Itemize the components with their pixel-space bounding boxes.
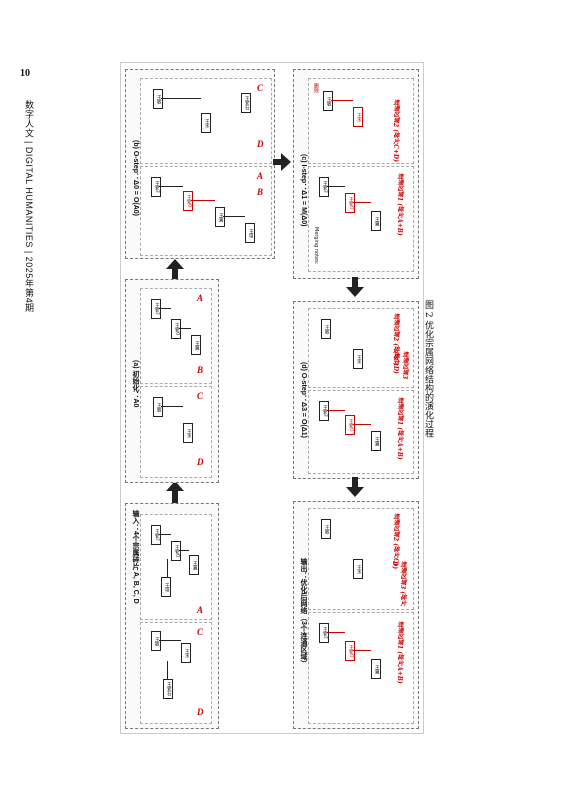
- node: 王敏: [321, 319, 331, 339]
- output-region-1: 王安2 王安G 王翼 连通区域1 (碎片A+B): [308, 612, 414, 724]
- panel-output-title: 输出：优化后网络（3个连通区域）: [300, 558, 307, 667]
- journal-running-head: 数字人文 | DIGITAL HUMANITIES | 2025年第4期: [24, 100, 34, 313]
- panel-d-title: (d) O-step：Δ3 = O(Δ1): [300, 362, 307, 438]
- arrow-up-icon: [166, 259, 184, 269]
- tag-d: D: [197, 707, 204, 717]
- node: 王安2: [151, 299, 161, 319]
- node: 王翼: [215, 207, 225, 227]
- panel-a: (a) 初始化：A0 王安2 王安G 王翼 A B 王敏 王水 C D: [125, 279, 219, 483]
- node: 王安2: [151, 525, 161, 545]
- node: 王水: [181, 643, 191, 663]
- delete-label: 删除: [313, 83, 319, 93]
- node: 王安2: [319, 401, 329, 421]
- node: 王安G: [171, 319, 181, 339]
- arrow-down-icon: [346, 487, 364, 497]
- node: 王水: [353, 559, 363, 579]
- region-label: 连通区域1 (碎片A+B): [396, 621, 403, 684]
- node: 王翼: [371, 431, 381, 451]
- region-label: 连通区域2 (碎片C): [392, 313, 399, 366]
- panel-input-title: 输入：4个宗属碎片 A, B, C, D: [132, 510, 139, 604]
- node: 王安2: [319, 623, 329, 643]
- panel-c-title: (c) I-step：Δ1 = M(Δ0): [300, 154, 307, 227]
- node: 王安G: [171, 541, 181, 561]
- b-fragments-ab: 王安2 王安G 王翼 王坦 A B: [140, 166, 272, 256]
- region-label: 连通区域2 (碎片C): [392, 513, 399, 566]
- node-merged: 王水: [353, 107, 363, 127]
- node: 王水: [183, 423, 193, 443]
- panel-b-title: (b) O-step：Δ0 = O(A0): [132, 140, 139, 217]
- node: 王翼: [189, 555, 199, 575]
- tag-d: D: [257, 139, 264, 149]
- tag-a: A: [197, 605, 204, 615]
- node: 王敏: [153, 89, 163, 109]
- node: 王水: [353, 349, 363, 369]
- node: 王敏: [153, 397, 163, 417]
- panel-a-title: (a) 初始化：A0: [132, 360, 139, 408]
- arrow-down-icon: [346, 287, 364, 297]
- tag-c: C: [197, 627, 204, 637]
- node: 王坦: [245, 223, 255, 243]
- d-region-1: 王安2 王安G 王翼 连通区域1 (碎片A+B): [308, 390, 414, 474]
- input-fragment-ab: 王安2 王安G 王翼 王坦 A: [140, 514, 212, 620]
- d-region-2-3: 王敏 王水 连通区域2 (碎片C) 连通区域3 (碎片D): [308, 308, 414, 388]
- region-label: 连通区域1 (碎片A+B): [396, 173, 403, 236]
- panel-output: 输出：优化后网络（3个连通区域） 王安2 王安G 王翼 连通区域1 (碎片A+B…: [293, 501, 419, 729]
- output-region-2-3: 王敏 王水 连通区域2 (碎片C) 连通区域3 (碎片D): [308, 508, 414, 610]
- node: 王敏: [323, 91, 333, 111]
- node: 王坦: [161, 577, 171, 597]
- tag-c: C: [197, 391, 204, 401]
- region-label: 连通区域2 (碎片C+D): [392, 99, 399, 162]
- tag-b: B: [197, 365, 204, 375]
- panel-c: (c) I-step：Δ1 = M(Δ0) 王安2 王安G 王翼 连通区域1 (…: [293, 69, 419, 279]
- merging-notes: Merging notes:: [313, 227, 319, 265]
- node-merged: 王安G: [345, 193, 355, 213]
- region-label: 连通区域3 (碎片D): [392, 351, 408, 380]
- panel-input: 输入：4个宗属碎片 A, B, C, D 王安2 王安G 王翼 王坦 A 王敏 …: [125, 503, 219, 729]
- tag-d: D: [197, 457, 204, 467]
- panel-d: (d) O-step：Δ3 = O(Δ1) 王安2 王安G 王翼 连通区域1 (…: [293, 301, 419, 479]
- c-region-1: 王安2 王安G 王翼 连通区域1 (碎片A+B) Merging notes:: [308, 166, 414, 272]
- node: 王敏: [321, 519, 331, 539]
- figure-2: 输入：4个宗属碎片 A, B, C, D 王安2 王安G 王翼 王坦 A 王敏 …: [120, 62, 424, 734]
- node: 王水: [201, 113, 211, 133]
- region-label: 连通区域1 (碎片A+B): [396, 397, 403, 460]
- panel-b: (b) O-step：Δ0 = O(A0) 王安2 王安G 王翼 王坦 A B …: [125, 69, 275, 259]
- node-merged: 王安G: [345, 641, 355, 661]
- region-label: 连通区域3 (碎片D): [391, 561, 406, 607]
- tag-a: A: [257, 171, 264, 181]
- arrow-up-icon: [166, 481, 184, 491]
- node: 王安2: [319, 177, 329, 197]
- figure-caption: 图 2 优化宗属网络结构的演化过程: [423, 300, 433, 438]
- node: 王翼: [371, 211, 381, 231]
- a-fragments-ab: 王安2 王安G 王翼 A B: [140, 288, 212, 384]
- node: 王翼: [371, 659, 381, 679]
- node: 王敏: [151, 631, 161, 651]
- arrow-right-icon: [281, 153, 291, 171]
- node: 王安石: [241, 93, 251, 113]
- node-merged: 王安G: [345, 415, 355, 435]
- node: 王安石: [163, 679, 173, 699]
- c-region-2: 王敏 王水 连通区域2 (碎片C+D) 删除: [308, 78, 414, 164]
- node: 王安2: [151, 177, 161, 197]
- tag-a: A: [197, 293, 204, 303]
- input-fragment-cd: 王敏 王水 王安石 C D: [140, 622, 212, 724]
- node: 王翼: [191, 335, 201, 355]
- page-number: 10: [20, 68, 30, 79]
- tag-b: B: [257, 187, 264, 197]
- b-fragments-cd: 王敏 王水 王安石 C D: [140, 78, 272, 164]
- node-merged: 王安G: [183, 191, 193, 211]
- tag-c: C: [257, 83, 264, 93]
- a-fragments-cd: 王敏 王水 C D: [140, 386, 212, 478]
